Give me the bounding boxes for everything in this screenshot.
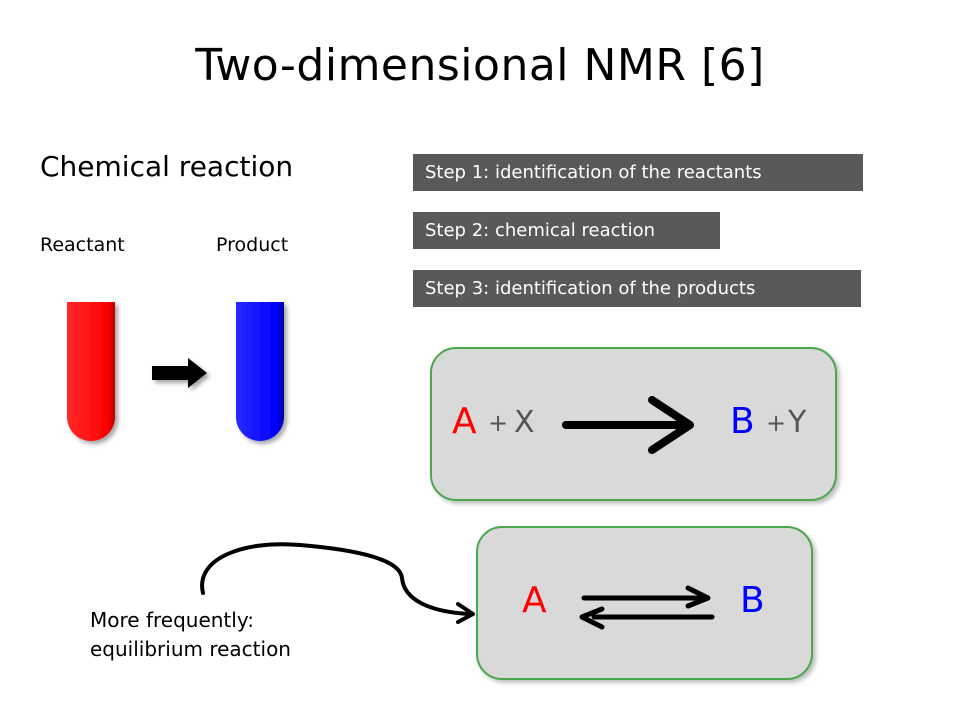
section-heading: Chemical reaction [40, 150, 294, 183]
curved-pointer-arrow-icon [200, 542, 475, 624]
reactant-tube [67, 302, 115, 441]
tube-arrow-icon [152, 358, 207, 388]
equilibrium-note: More frequently: equilibrium reaction [90, 606, 291, 664]
product-tube [236, 302, 284, 441]
reaction-arrow-icon [562, 396, 694, 454]
note-line-1: More frequently: [90, 608, 254, 632]
reaction-reactant: A [452, 401, 477, 442]
note-line-2: equilibrium reaction [90, 637, 291, 661]
reaction-product: B [730, 401, 755, 442]
step-2-box: Step 2: chemical reaction [413, 212, 720, 249]
equilibrium-arrows-icon [579, 585, 715, 630]
step-1-box: Step 1: identification of the reactants [413, 154, 863, 191]
step-3-box: Step 3: identification of the products [413, 270, 861, 307]
equilibrium-right: B [740, 580, 765, 621]
slide-title: Two-dimensional NMR [6] [195, 40, 765, 91]
equilibrium-box [476, 526, 813, 680]
reaction-product-partner: Y [788, 405, 807, 440]
reactant-label: Reactant [40, 234, 125, 256]
product-label: Product [216, 234, 289, 256]
reaction-reactant-partner: X [514, 405, 535, 440]
reaction-plus-right: + [766, 409, 787, 437]
equilibrium-left: A [522, 580, 547, 621]
reaction-plus-left: + [488, 409, 509, 437]
